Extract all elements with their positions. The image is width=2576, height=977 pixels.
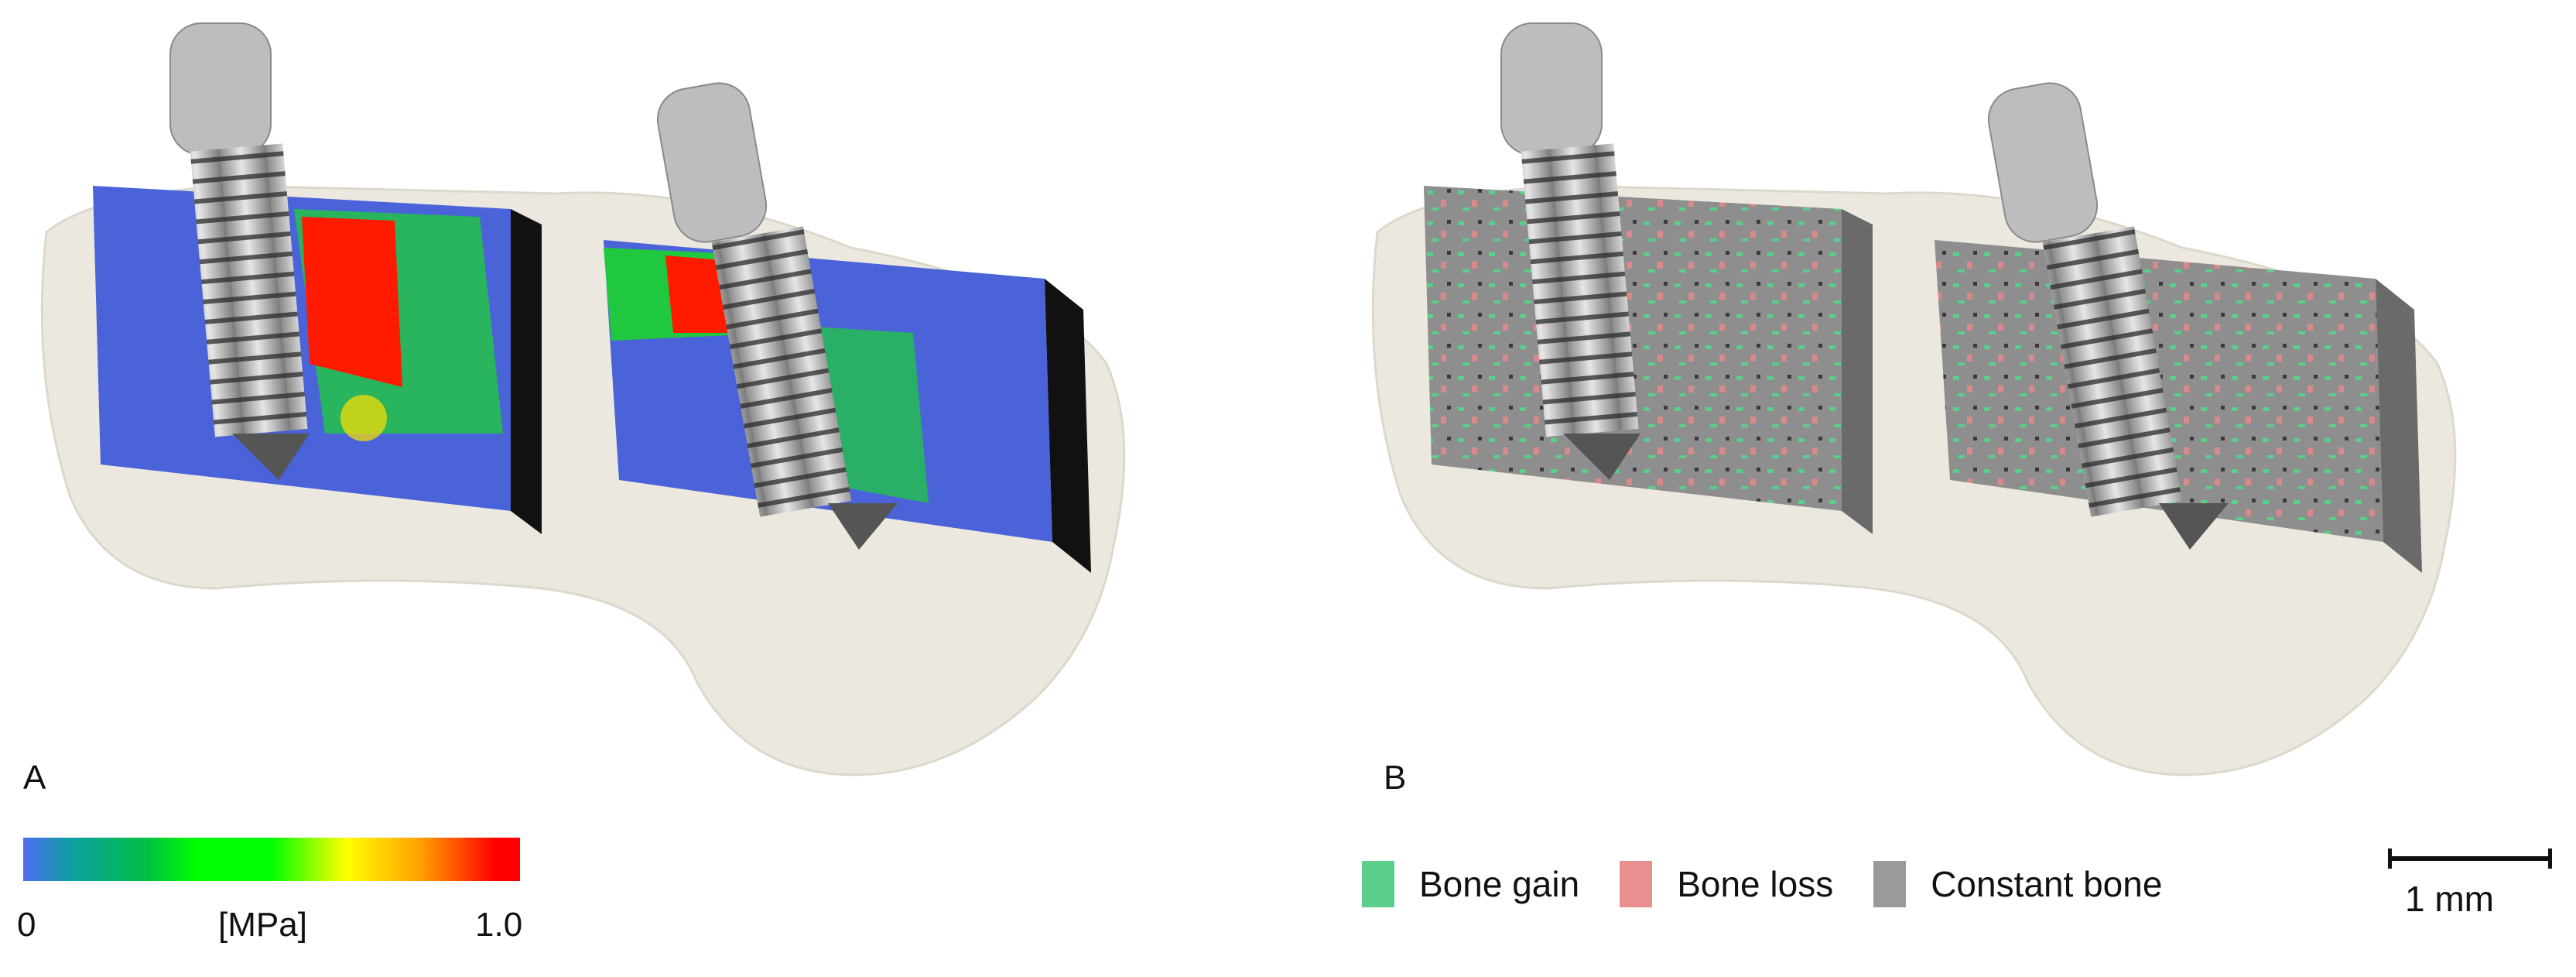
implant-screw-left xyxy=(1500,22,1640,480)
legend-item-bone-gain: Bone gain xyxy=(1362,861,1579,907)
bone-implant-render-b xyxy=(1371,22,2457,776)
legend-label: Bone loss xyxy=(1677,864,1834,904)
panel-label-a: A xyxy=(23,759,46,797)
panel-b-remodeling-render xyxy=(1331,0,2576,805)
remodeling-legend: Bone gain Bone loss Constant bone xyxy=(1362,861,2202,907)
panel-a-stress-render: A xyxy=(0,0,1254,805)
bone-implant-render-a xyxy=(40,22,1126,776)
legend-item-bone-loss: Bone loss xyxy=(1620,861,1833,907)
implant-screw-right xyxy=(656,82,898,550)
legend-label: Constant bone xyxy=(1931,864,2163,904)
panel-label-b: B xyxy=(1384,759,1407,797)
scale-bar-label: 1 mm xyxy=(2405,879,2494,919)
legend-label: Bone gain xyxy=(1419,864,1580,904)
scale-bar xyxy=(2388,848,2552,869)
colorbar-max-label: 1.0 xyxy=(475,906,523,944)
bone-loss-swatch xyxy=(1620,861,1653,907)
legend-item-constant-bone: Constant bone xyxy=(1873,861,2162,907)
constant-bone-swatch xyxy=(1873,861,1907,907)
implant-screw-left xyxy=(169,22,310,480)
stress-colorbar xyxy=(23,838,520,881)
implant-screw-right xyxy=(1987,82,2229,550)
remodeling-block-left xyxy=(1424,186,1842,511)
bone-gain-swatch xyxy=(1362,861,1394,907)
scale-bar-cap-right xyxy=(2548,848,2552,869)
colorbar-unit-label: [MPa] xyxy=(218,906,307,944)
colorbar-min-label: 0 xyxy=(17,906,36,944)
scale-bar-line xyxy=(2388,856,2552,861)
